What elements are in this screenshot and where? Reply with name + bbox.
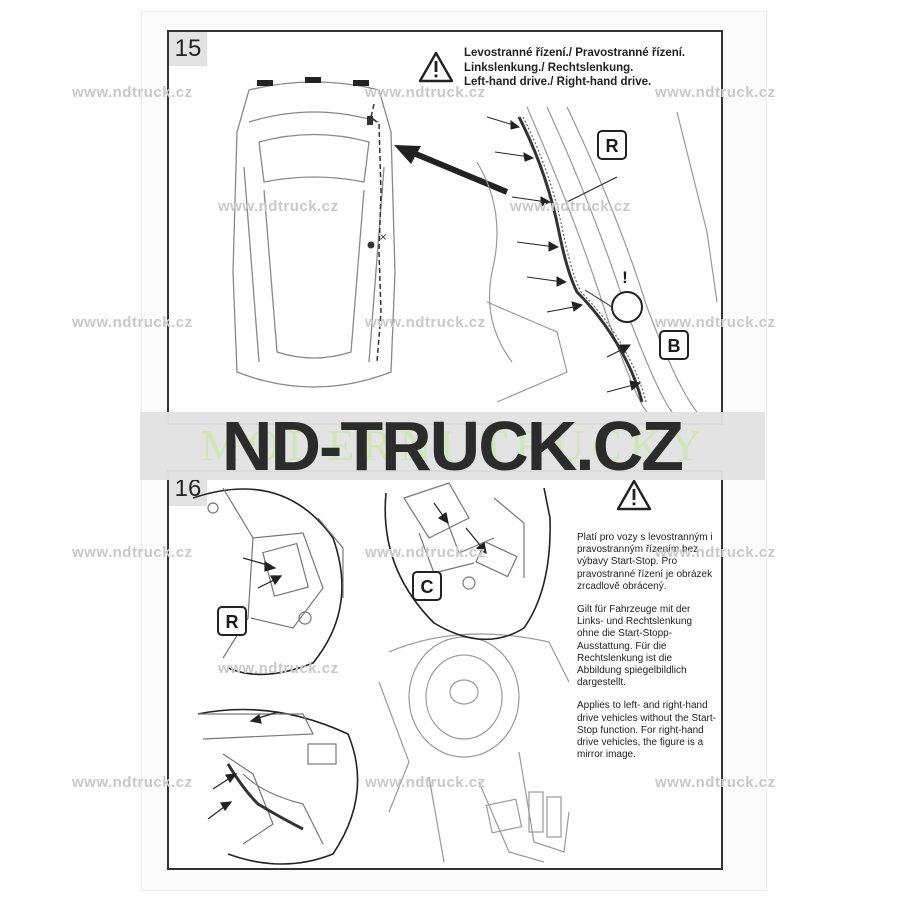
pillar-cable-detail: [476, 106, 718, 412]
watermark-text: www.ndtruck.cz: [655, 314, 776, 331]
watermark-text: www.ndtruck.cz: [218, 660, 339, 677]
detail-circle-c: [384, 482, 551, 641]
detail-circle-r: [192, 487, 344, 676]
step-15-panel: 15 Levostranné řízení./ Pravostranné říz…: [167, 30, 723, 425]
watermark-banner-text: ND-TRUCK.CZ: [221, 407, 684, 485]
info-paragraph-de: Gilt für Fahrzeuge mit der Links- und Re…: [577, 604, 693, 689]
watermark-text: www.ndtruck.cz: [510, 198, 631, 215]
watermark-text: www.ndtruck.cz: [365, 774, 486, 791]
watermark-banner: [140, 412, 765, 480]
dashboard-drawing: [378, 633, 570, 863]
info-paragraph-en: Applies to left- and right-hand drive ve…: [577, 700, 716, 761]
warning-triangle-icon: [616, 479, 652, 511]
detail-circle-underdash: [197, 708, 359, 865]
watermark-text: www.ndtruck.cz: [365, 544, 486, 561]
callout-r: R: [217, 606, 247, 636]
drive-side-header: Levostranné řízení./ Pravostranné řízení…: [464, 46, 685, 90]
watermark-text: www.ndtruck.cz: [72, 84, 193, 101]
watermark-text: www.ndtruck.cz: [655, 84, 776, 101]
callout-attention: !: [622, 268, 628, 287]
step-15-number: 15: [169, 32, 207, 66]
watermark-text: www.ndtruck.cz: [365, 314, 486, 331]
watermark-text: www.ndtruck.cz: [218, 198, 339, 215]
header-line-cz: Levostranné řízení./ Pravostranné řízení…: [464, 47, 686, 59]
watermark-text: www.ndtruck.cz: [655, 774, 776, 791]
watermark-text: www.ndtruck.cz: [655, 544, 776, 561]
car-top-view-drawing: ×: [232, 77, 396, 388]
info-paragraph-cz: Platí pro vozy s levostranným i pravostr…: [577, 532, 713, 592]
header-line-de: Linkslenkung./ Rechtslenkung.: [464, 61, 634, 74]
watermark-text: www.ndtruck.cz: [365, 84, 486, 101]
svg-text:×: ×: [379, 232, 387, 243]
step-16-panel: 16: [167, 470, 723, 870]
watermark-text: www.ndtruck.cz: [72, 774, 193, 791]
callout-c: C: [412, 571, 442, 601]
watermark-text: www.ndtruck.cz: [72, 314, 193, 331]
callout-b: B: [659, 330, 689, 360]
watermark-text: www.ndtruck.cz: [72, 544, 193, 561]
pointer-arrow: [394, 145, 509, 195]
warning-triangle-icon: [418, 51, 454, 83]
watermark-banner-ghost: MODERNI TRUCKY: [200, 421, 710, 470]
info-text-block: Platí pro vozy s levostranným i pravostr…: [577, 532, 717, 772]
header-line-en: Left-hand drive./ Right-hand drive.: [464, 76, 652, 88]
callout-r: R: [597, 130, 627, 160]
